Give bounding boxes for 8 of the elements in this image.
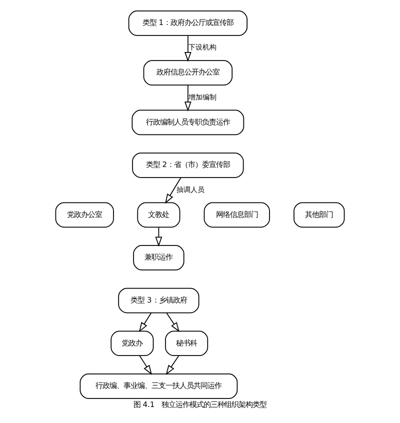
arrow — [166, 355, 180, 375]
arrow — [184, 35, 192, 62]
arrow — [139, 355, 152, 375]
arrow — [165, 177, 182, 204]
arrow — [138, 312, 152, 332]
arrow — [155, 226, 162, 247]
arrow — [184, 84, 192, 112]
arrow — [166, 312, 180, 332]
